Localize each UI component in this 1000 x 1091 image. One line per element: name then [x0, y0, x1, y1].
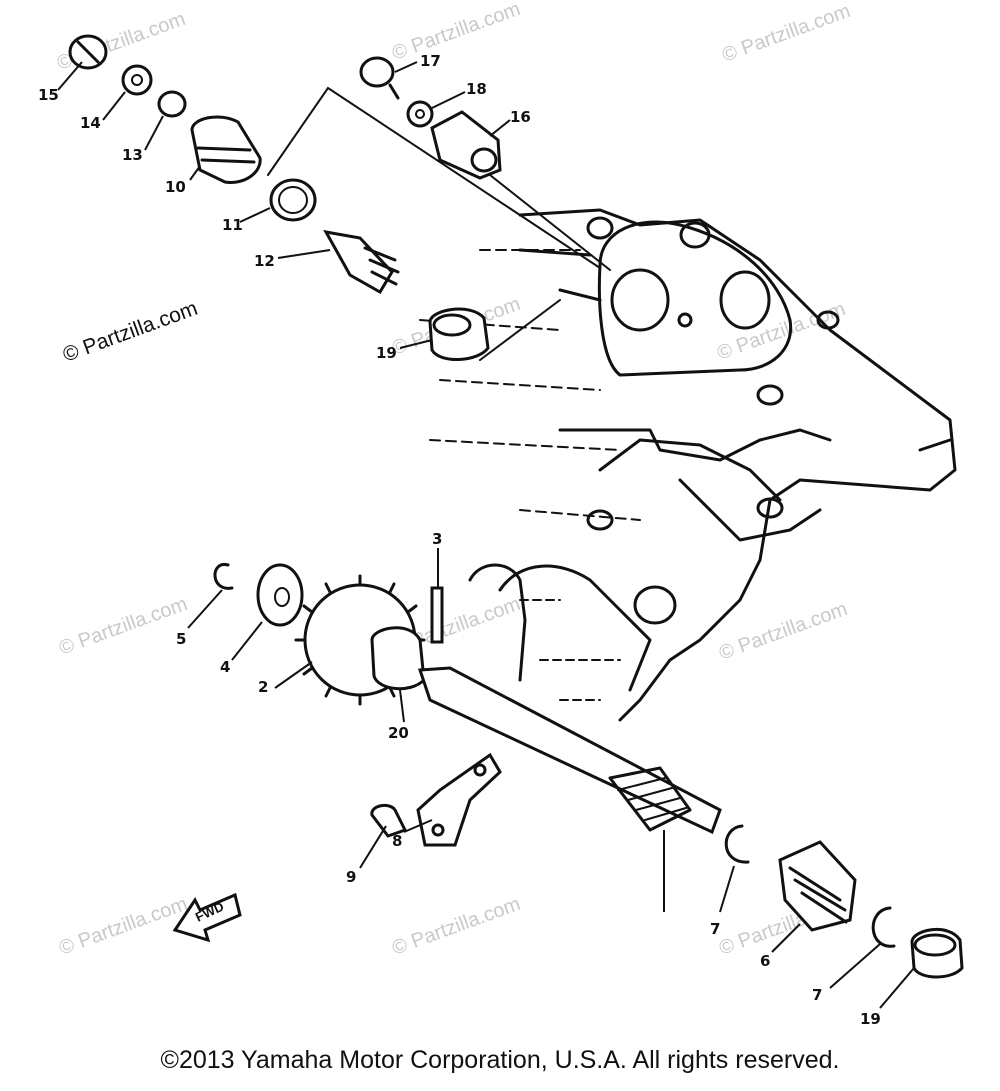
callout-13: 13 — [122, 146, 143, 164]
crankcase-body — [419, 208, 957, 722]
watermark: © Partzilla.com — [719, 0, 853, 67]
callout-11: 11 — [222, 216, 243, 234]
copyright-notice: ©2013 Yamaha Motor Corporation, U.S.A. A… — [160, 1046, 840, 1074]
part-16-fork — [430, 110, 502, 180]
part-7-clip — [724, 824, 750, 864]
part-12-gear-shaft — [323, 229, 394, 295]
watermark: © Partzilla.com — [56, 893, 190, 960]
part-17-cap — [359, 56, 395, 88]
leader-lines — [57, 61, 915, 1009]
kick-shaft-assembly — [213, 563, 964, 979]
callout-7-b: 7 — [812, 986, 822, 1004]
part-11-ring — [269, 178, 317, 222]
callout-20: 20 — [388, 724, 409, 742]
callout-19-top: 19 — [376, 344, 397, 362]
callout-7-a: 7 — [710, 920, 720, 938]
part-5-clip — [213, 563, 234, 590]
watermark: © Partzilla.com — [389, 0, 523, 65]
speedometer-drive-assembly — [68, 34, 611, 362]
watermark: © Partzilla.com — [716, 598, 850, 665]
callout-5: 5 — [176, 630, 186, 648]
part-13-oring — [157, 90, 187, 118]
part-8-plate — [416, 752, 502, 847]
callout-19-bottom: 19 — [860, 1010, 881, 1028]
callout-17: 17 — [420, 52, 441, 70]
part-4-washer — [256, 563, 304, 627]
watermark-dark: © Partzilla.com — [60, 297, 201, 367]
callout-2: 2 — [258, 678, 268, 696]
callout-3: 3 — [432, 530, 442, 548]
callout-4: 4 — [220, 658, 230, 676]
kick-shaft — [417, 666, 722, 835]
callout-8: 8 — [392, 832, 402, 850]
part-19-bushing — [910, 927, 964, 979]
part-7-clip — [871, 906, 896, 948]
part-14-washer — [121, 64, 153, 96]
callout-15: 15 — [38, 86, 59, 104]
callout-16: 16 — [510, 108, 531, 126]
parts-diagram: © Partzilla.com © Partzilla.com © Partzi… — [38, 0, 964, 1028]
callout-9: 9 — [346, 868, 356, 886]
callout-6: 6 — [760, 952, 770, 970]
callout-10: 10 — [165, 178, 186, 196]
watermark: © Partzilla.com — [389, 893, 523, 960]
callout-18: 18 — [466, 80, 487, 98]
fwd-arrow-icon: FWD — [172, 892, 242, 943]
callout-14: 14 — [80, 114, 101, 132]
part-3-pin — [430, 586, 444, 644]
callout-12: 12 — [254, 252, 275, 270]
part-20-spacer — [370, 626, 426, 691]
part-9-bolt — [370, 803, 408, 838]
part-18-washer — [406, 100, 434, 128]
watermark: © Partzilla.com — [56, 593, 190, 660]
callout-labels: 15 14 13 10 11 12 19 17 18 16 3 5 4 2 20… — [38, 52, 881, 1028]
